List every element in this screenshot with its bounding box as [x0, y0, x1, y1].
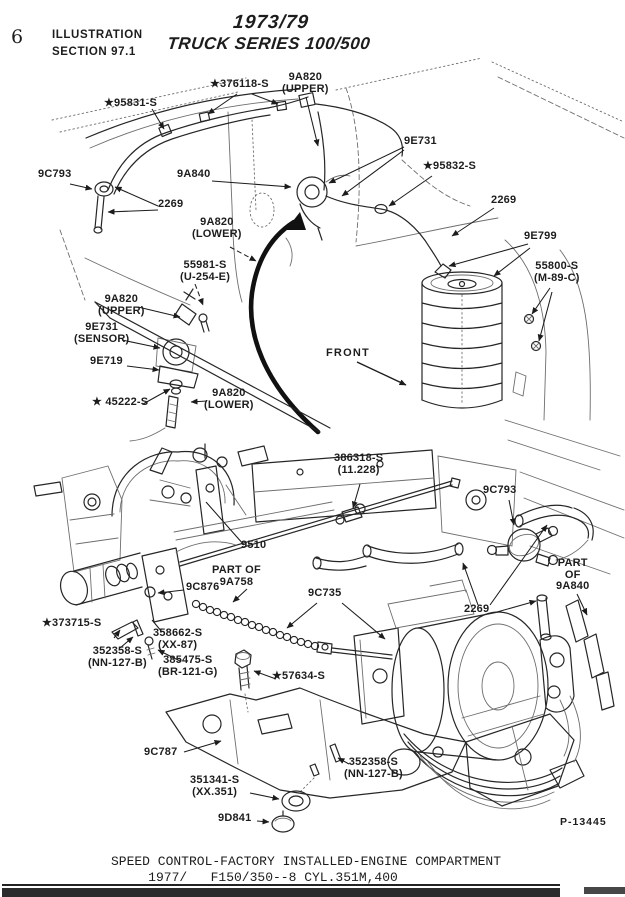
- part-label-55981-s: 55981-S (U-254-E): [180, 259, 231, 283]
- part-label-9c876: 9C876: [186, 581, 220, 593]
- front-direction-label: FRONT: [326, 347, 370, 359]
- part-label-385475-s: 385475-S (BR-121-G): [158, 654, 218, 678]
- speed-sensor-assembly: [129, 288, 210, 442]
- part-label-part-of-9a840: PART OF 9A840: [556, 557, 590, 592]
- upper-diagram: [51, 57, 625, 471]
- clip-376118-a: [198, 111, 211, 123]
- section-heading-line1: ILLUSTRATION: [52, 29, 143, 41]
- section-heading-line2: SECTION 97.1: [52, 46, 136, 58]
- part-label-9a820-upper-top: 9A820 (UPPER): [282, 71, 329, 95]
- title-year-range: 1973/79: [232, 12, 311, 33]
- part-label-9c793-lower: 9C793: [483, 484, 517, 496]
- part-label-9a820-upper-left: 9A820 (UPPER): [98, 293, 145, 317]
- bead-chain: [191, 599, 320, 651]
- vacuum-reservoir-canister: [421, 263, 527, 409]
- part-label-386318-s: 386318-S (11.228): [334, 452, 384, 476]
- caption-line1: SPEED CONTROL-FACTORY INSTALLED-ENGINE C…: [110, 854, 502, 869]
- page-title: 1973/79 TRUCK SERIES 100/500: [148, 12, 392, 53]
- part-label-55800-s: 55800-S (M-89-C): [534, 260, 580, 284]
- screw-352358-left: [132, 619, 144, 637]
- part-label-2269-lower: 2269: [464, 603, 490, 615]
- screw-55800-b: [530, 340, 542, 352]
- dashpot-and-bracket: [59, 541, 237, 660]
- part-label-part-of-9a758: PART OF 9A758: [212, 564, 261, 588]
- part-label-352358-s-left: 352358-S (NN-127-B): [88, 645, 147, 669]
- part-label-373715-s: ★373715-S: [42, 617, 102, 629]
- bracket-358662: [141, 547, 189, 623]
- frame-lines: [59, 229, 331, 433]
- caption-line2: 1977/ F150/350--8 CYL.351M,400: [148, 870, 398, 885]
- clip-376118-b: [275, 100, 288, 112]
- tee-fitting-9c793: [93, 181, 114, 234]
- part-label-9c787: 9C787: [144, 746, 178, 758]
- part-label-57634-s: ★57634-S: [272, 670, 326, 682]
- part-label-95831-s: ★95831-S: [104, 97, 158, 109]
- part-label-45222-s: ★ 45222-S: [92, 396, 149, 408]
- mounting-brackets: [165, 649, 575, 833]
- routing-arrow: [248, 219, 321, 435]
- bolt-57634: [234, 649, 252, 713]
- screw-55800-a: [523, 313, 535, 325]
- part-label-352358-s-right: 352358-S (NN-127-B): [344, 756, 403, 780]
- check-valve-9c793: [507, 528, 541, 562]
- clip-95832: [374, 203, 388, 215]
- part-label-9e731: 9E731: [404, 135, 437, 147]
- part-label-9d841: 9D841: [218, 812, 252, 824]
- nut-386318: [354, 503, 366, 515]
- figure-number: P-13445: [560, 816, 607, 828]
- part-label-9c793-upper: 9C793: [38, 168, 72, 180]
- page-number: 6: [11, 26, 24, 48]
- part-label-376118-s: ★376118-S: [210, 78, 269, 90]
- distributor-cluster: [296, 174, 351, 241]
- inner-fender: [504, 239, 621, 471]
- part-label-9a840: 9A840: [177, 168, 211, 180]
- swivel-9c876: [144, 586, 156, 598]
- connector-blade-3: [595, 671, 615, 711]
- fuel-line-rod: [179, 477, 461, 567]
- hoses-and-check-valve: [312, 504, 594, 571]
- elbow-9e799: [434, 263, 452, 279]
- cowl-hood-lines: [51, 57, 625, 303]
- grommet-351341: [281, 790, 311, 812]
- part-label-351341-s: 351341-S (XX.351): [190, 774, 240, 798]
- lower-leader-lines: [113, 483, 588, 825]
- part-label-358662-s: 358662-S (XX-87): [153, 627, 203, 651]
- part-label-9510: 9510: [241, 539, 267, 551]
- lower-diagram: [33, 443, 625, 833]
- routing-arrowhead: [286, 212, 306, 230]
- bottom-rule: [2, 884, 560, 886]
- engine-valve-cover: [173, 449, 625, 575]
- bottom-bar: [2, 888, 560, 897]
- bolt-55981: [198, 313, 208, 323]
- part-label-9e719: 9E719: [90, 355, 123, 367]
- part-label-2269-right: 2269: [491, 194, 517, 206]
- servo-vacuum-tube: [536, 597, 551, 639]
- part-label-9e731-sensor: 9E731 (SENSOR): [74, 321, 130, 345]
- connector-blade-2: [583, 633, 605, 679]
- title-series: TRUCK SERIES 100/500: [166, 33, 372, 53]
- upper-leader-lines: [69, 93, 553, 405]
- connector-blade-1: [565, 599, 589, 643]
- speed-control-servo: [316, 579, 615, 810]
- bolt-385475: [144, 636, 154, 646]
- part-label-95832-s: ★95832-S: [423, 160, 477, 172]
- carburetor-cluster: [33, 443, 269, 573]
- part-label-9a820-lower-bot: 9A820 (LOWER): [204, 387, 254, 411]
- front-arrow: [356, 361, 407, 386]
- part-label-9a820-lower-mid: 9A820 (LOWER): [192, 216, 242, 240]
- part-label-9e799: 9E799: [524, 230, 557, 242]
- bracket-right: [465, 713, 575, 807]
- part-label-2269-left: 2269: [158, 198, 184, 210]
- bottom-bar-right: [584, 887, 625, 894]
- section-heading: ILLUSTRATION SECTION 97.1: [52, 27, 143, 61]
- part-label-9c735: 9C735: [308, 587, 342, 599]
